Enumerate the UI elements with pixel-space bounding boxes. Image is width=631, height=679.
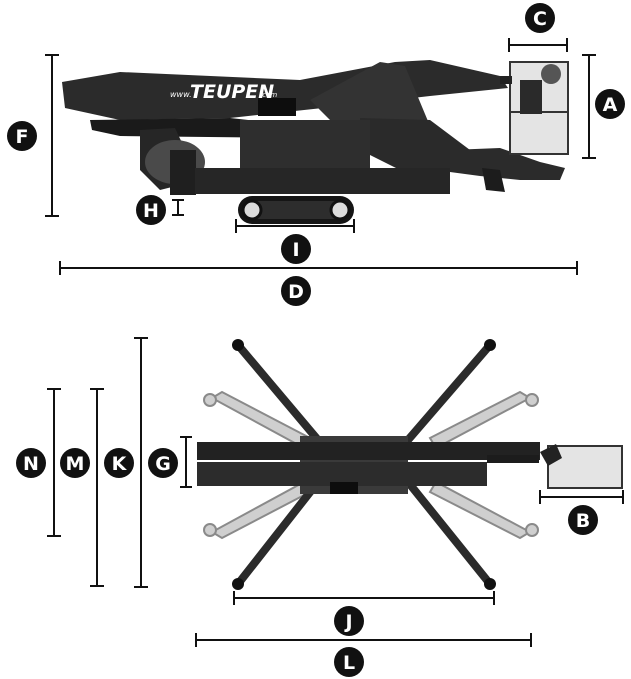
badge-F: F	[7, 121, 37, 151]
ghost-outriggers	[203, 390, 539, 540]
svg-text:A: A	[603, 94, 618, 116]
svg-text:L: L	[343, 652, 355, 674]
top-panel	[330, 482, 358, 494]
badge-B: B	[568, 505, 598, 535]
brand-logo: TEUPEN	[190, 81, 274, 103]
extended-outriggers	[234, 341, 494, 588]
outrigger-pads	[232, 339, 496, 590]
crawler-track-inner	[244, 201, 348, 219]
badge-M: M	[60, 448, 90, 478]
platform-motor	[541, 64, 561, 84]
top-work-platform	[547, 445, 623, 489]
side-view-machine: www. TEUPEN .com	[62, 60, 569, 224]
svg-text:J: J	[343, 611, 352, 633]
label-badges: C A F H I D N M	[7, 3, 625, 677]
svg-text:K: K	[112, 453, 128, 475]
badge-G: G	[148, 448, 178, 478]
svg-text:I: I	[292, 239, 299, 261]
secondary-arm	[360, 118, 470, 170]
svg-text:F: F	[16, 126, 29, 148]
badge-L: L	[334, 647, 364, 677]
svg-text:M: M	[66, 453, 85, 475]
svg-text:H: H	[143, 200, 159, 222]
rear-leg	[170, 150, 196, 195]
badge-K: K	[104, 448, 134, 478]
badge-I: I	[281, 234, 311, 264]
chassis	[195, 168, 450, 194]
badge-A: A	[595, 89, 625, 119]
svg-text:N: N	[23, 453, 39, 475]
platform-controls	[520, 80, 542, 114]
badge-H: H	[136, 195, 166, 225]
badge-D: D	[281, 276, 311, 306]
top-platform-rotator	[540, 444, 562, 466]
badge-N: N	[16, 448, 46, 478]
track-wheel	[241, 199, 263, 221]
top-boom-tip	[487, 455, 539, 463]
front-outrigger	[450, 148, 565, 180]
svg-text:B: B	[576, 510, 590, 532]
top-view-machine	[197, 339, 623, 590]
turret-panel	[258, 98, 296, 116]
front-foot	[482, 168, 505, 192]
brand-url-prefix: www.	[170, 90, 192, 99]
top-boom	[197, 442, 540, 460]
badge-J: J	[334, 606, 364, 636]
side-view-dimension-lines	[45, 38, 596, 275]
top-view-dimension-lines	[47, 337, 624, 647]
svg-text:G: G	[155, 453, 171, 475]
svg-text:D: D	[288, 281, 304, 303]
svg-text:C: C	[533, 8, 547, 30]
track-wheel	[329, 199, 351, 221]
badge-C: C	[525, 3, 555, 33]
brand-url-suffix: .com	[260, 91, 277, 99]
